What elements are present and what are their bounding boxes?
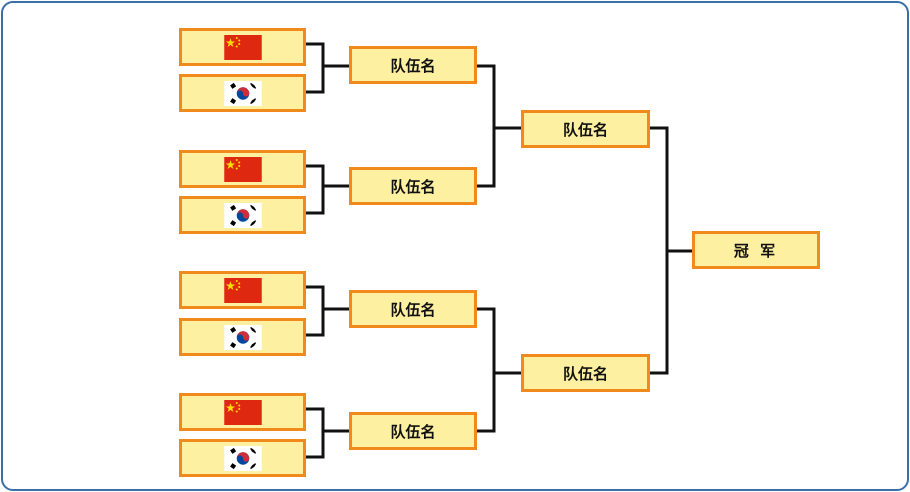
round3-team-name-1: 队伍名 <box>521 110 650 148</box>
connector-r1-a <box>306 42 349 94</box>
round3-team-name-2: 队伍名 <box>521 354 650 392</box>
korea-flag-icon <box>223 80 262 106</box>
connector-r2-b <box>477 307 521 433</box>
china-flag-icon <box>223 34 262 60</box>
team-box-3 <box>179 150 306 188</box>
round2-team-name-1: 队伍名 <box>349 46 477 84</box>
team-box-8 <box>179 439 306 477</box>
team-box-6 <box>179 318 306 356</box>
korea-flag-icon <box>223 324 262 350</box>
china-flag-icon <box>223 156 262 182</box>
china-flag-icon <box>223 399 262 425</box>
team-box-4 <box>179 196 306 234</box>
round2-team-name-3: 队伍名 <box>349 290 477 328</box>
connector-r1-c <box>306 285 349 337</box>
korea-flag-icon <box>223 202 262 228</box>
team-box-2 <box>179 74 306 112</box>
connector-r2-a <box>477 64 521 188</box>
connector-r1-b <box>306 164 349 215</box>
round2-team-name-2: 队伍名 <box>349 167 477 205</box>
connector-r3 <box>650 126 692 375</box>
connector-r1-d <box>306 407 349 459</box>
team-box-1 <box>179 28 306 66</box>
china-flag-icon <box>223 277 262 303</box>
round2-team-name-4: 队伍名 <box>349 412 477 450</box>
team-box-7 <box>179 393 306 431</box>
korea-flag-icon <box>223 445 262 471</box>
team-box-5 <box>179 271 306 309</box>
champion-box: 冠 军 <box>692 231 820 269</box>
